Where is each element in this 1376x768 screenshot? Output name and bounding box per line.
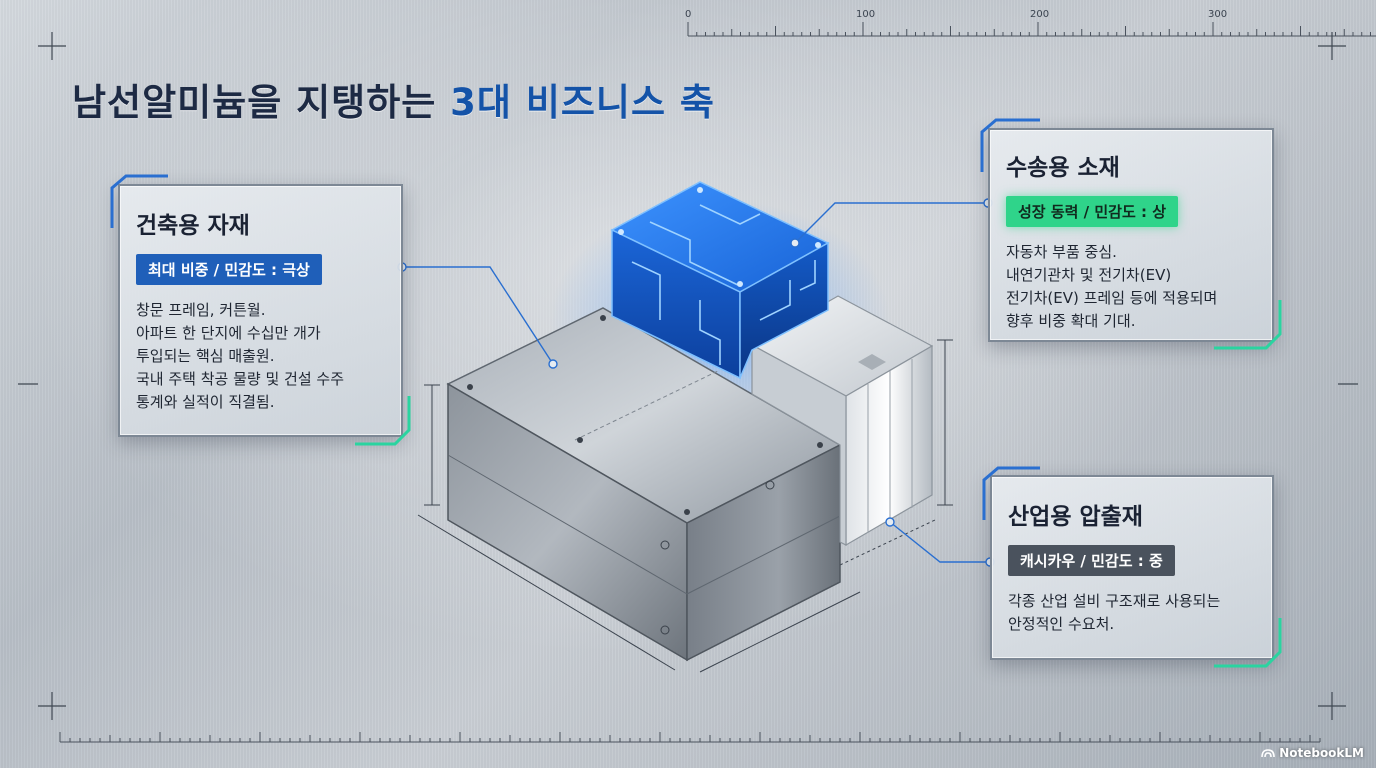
- crosshair-marks: [18, 32, 1358, 720]
- page-title: 남선알미늄을 지탱하는 3대 비즈니스 축: [72, 72, 715, 126]
- card-transport-line-2: 내연기관차 및 전기차(EV): [1006, 266, 1172, 284]
- footer-brand-label: NotebookLM: [1279, 746, 1364, 760]
- card-construction-line-5: 통계와 실적이 직결됨.: [136, 393, 275, 411]
- card-transport: 수송용 소재 성장 동력 / 민감도 : 상 자동차 부품 중심. 내연기관차 …: [988, 128, 1274, 342]
- card-transport-title: 수송용 소재: [1006, 155, 1120, 181]
- card-transport-line-3: 전기차(EV) 프레임 등에 적용되며: [1006, 289, 1218, 307]
- card-transport-badge: 성장 동력 / 민감도 : 상: [1006, 196, 1178, 227]
- card-industrial: 산업용 압출재 캐시카우 / 민감도 : 중 각종 산업 설비 구조재로 사용되…: [990, 475, 1274, 660]
- card-construction-title: 건축용 자재: [136, 213, 250, 239]
- card-construction-line-4: 국내 주택 착공 물량 및 건설 수주: [136, 370, 345, 388]
- card-construction-line-3: 투입되는 핵심 매출원.: [136, 347, 275, 365]
- card-transport-description: 자동차 부품 중심. 내연기관차 및 전기차(EV) 전기차(EV) 프레임 등…: [1006, 241, 1258, 333]
- page-title-prefix: 남선알미늄을 지탱하는: [72, 81, 451, 124]
- footer-brand: NotebookLM: [1261, 746, 1364, 760]
- card-construction-description: 창문 프레임, 커튼월. 아파트 한 단지에 수십만 개가 투입되는 핵심 매출…: [136, 299, 387, 414]
- dimension-lines: [417, 339, 953, 673]
- card-construction-line-2: 아파트 한 단지에 수십만 개가: [136, 324, 321, 342]
- page-title-highlight: 3대 비즈니스 축: [450, 81, 715, 124]
- card-industrial-badge: 캐시카우 / 민감도 : 중: [1008, 545, 1175, 576]
- card-construction-badge: 최대 비중 / 민감도 : 극상: [136, 254, 322, 285]
- ruler-label-200: 200: [1030, 9, 1050, 20]
- card-transport-line-4: 향후 비중 확대 기대.: [1006, 312, 1136, 330]
- card-construction-line-1: 창문 프레임, 커튼월.: [136, 301, 266, 319]
- ruler-label-100: 100: [856, 9, 876, 20]
- card-industrial-line-2: 안정적인 수요처.: [1008, 615, 1115, 633]
- notebooklm-icon: [1261, 749, 1275, 758]
- transport-material-cube: [610, 181, 830, 380]
- card-industrial-line-1: 각종 산업 설비 구조재로 사용되는: [1008, 592, 1221, 610]
- bottom-ruler: [59, 732, 1321, 743]
- ruler-label-300: 300: [1208, 9, 1228, 20]
- ruler-label-0: 0: [685, 9, 692, 20]
- card-transport-line-1: 자동차 부품 중심.: [1006, 243, 1117, 261]
- top-ruler: [687, 22, 1376, 37]
- card-industrial-description: 각종 산업 설비 구조재로 사용되는 안정적인 수요처.: [1008, 590, 1258, 636]
- building-material-block: [446, 307, 842, 662]
- card-industrial-title: 산업용 압출재: [1008, 504, 1143, 530]
- card-construction: 건축용 자재 최대 비중 / 민감도 : 극상 창문 프레임, 커튼월. 아파트…: [118, 184, 403, 437]
